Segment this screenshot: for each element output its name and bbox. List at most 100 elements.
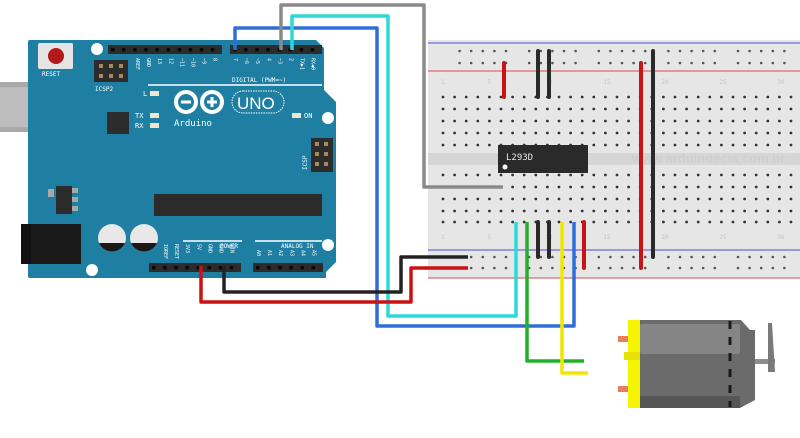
terminal-hole xyxy=(557,185,561,189)
terminal-hole xyxy=(604,143,607,147)
pin-label: 2 xyxy=(288,58,294,61)
rail-hole xyxy=(690,49,693,53)
wire-pin2-cyan[interactable] xyxy=(290,14,518,318)
terminal-hole xyxy=(522,131,526,135)
header-pin[interactable] xyxy=(266,48,270,52)
header-pin[interactable] xyxy=(199,48,204,52)
terminal-hole xyxy=(441,119,445,123)
rail-hole xyxy=(551,266,554,270)
led-on-label: ON xyxy=(304,112,312,120)
terminal-hole xyxy=(488,220,491,224)
terminal-hole xyxy=(441,143,445,147)
rail-hole xyxy=(493,266,496,270)
rail-hole xyxy=(643,49,647,53)
led-l xyxy=(150,91,159,96)
header-pin[interactable] xyxy=(244,48,248,52)
terminal-hole xyxy=(557,197,561,201)
rail-hole xyxy=(551,255,554,259)
header-pin[interactable] xyxy=(278,266,282,270)
header-pin[interactable] xyxy=(277,48,281,52)
header-pin[interactable] xyxy=(310,48,315,52)
header-pin[interactable] xyxy=(177,48,182,52)
digital-header-left xyxy=(108,45,222,54)
pin-label: A4 xyxy=(299,250,305,256)
terminal-hole xyxy=(789,119,793,123)
terminal-hole xyxy=(720,107,723,111)
icsp-pin xyxy=(324,142,328,146)
terminal-hole xyxy=(627,209,630,213)
column-marker: 20 xyxy=(661,79,669,86)
header-pin[interactable] xyxy=(163,266,167,270)
header-pin[interactable] xyxy=(311,266,316,270)
header-pin[interactable] xyxy=(229,266,234,270)
terminal-hole xyxy=(615,119,619,123)
pin-label: 4 xyxy=(265,58,271,61)
terminal-hole xyxy=(464,197,468,201)
header-pin[interactable] xyxy=(155,48,159,52)
pin-label: 13 xyxy=(156,58,162,64)
icsp-pin xyxy=(315,142,319,146)
rail-hole xyxy=(748,61,751,65)
terminal-hole xyxy=(708,209,712,213)
header-pin[interactable] xyxy=(299,48,304,52)
uno-badge xyxy=(231,90,285,114)
header-pin[interactable] xyxy=(267,266,271,270)
wire-gnd-black[interactable] xyxy=(222,255,468,294)
terminal-hole xyxy=(604,197,607,201)
rail-hole xyxy=(759,266,763,270)
header-pin[interactable] xyxy=(255,48,259,52)
rail-hole xyxy=(701,49,705,53)
l293d-chip[interactable]: L293D xyxy=(498,145,588,173)
terminal-hole xyxy=(615,173,619,177)
header-pin[interactable] xyxy=(185,266,189,270)
header-pin[interactable] xyxy=(210,48,215,52)
terminal-hole xyxy=(754,185,758,189)
terminal-hole xyxy=(511,131,514,135)
regulator-pin xyxy=(72,188,78,193)
header-pin[interactable] xyxy=(188,48,193,52)
terminal-hole xyxy=(766,185,770,189)
header-pin[interactable] xyxy=(166,48,171,52)
header-pin[interactable] xyxy=(218,266,223,270)
column-marker: 15 xyxy=(603,234,611,241)
wire-pin7-blue[interactable] xyxy=(233,26,576,328)
rail-hole xyxy=(632,49,635,53)
terminal-hole xyxy=(708,131,712,135)
terminal-hole xyxy=(569,107,572,111)
icsp-pin xyxy=(324,162,328,166)
wire-pin3-gray[interactable] xyxy=(279,3,503,189)
terminal-hole xyxy=(627,119,630,123)
wire-motor-yellow[interactable] xyxy=(560,222,588,375)
terminal-hole xyxy=(546,197,549,201)
reset-button[interactable]: RESET xyxy=(38,43,73,78)
terminal-hole xyxy=(766,209,770,213)
wire-5v-red[interactable] xyxy=(199,266,468,304)
header-pin[interactable] xyxy=(196,266,200,270)
header-pin[interactable] xyxy=(144,48,148,52)
header-pin[interactable] xyxy=(133,48,137,52)
dc-motor[interactable] xyxy=(618,320,775,408)
rail-hole xyxy=(713,49,717,53)
header-pin[interactable] xyxy=(256,266,260,270)
rail-hole xyxy=(481,266,485,270)
header-pin[interactable] xyxy=(122,48,126,52)
rail-hole xyxy=(713,255,717,259)
rail-hole xyxy=(701,255,705,259)
header-pin[interactable] xyxy=(207,266,212,270)
header-pin[interactable] xyxy=(289,266,293,270)
rail-hole xyxy=(620,266,624,270)
rail-hole xyxy=(620,61,624,65)
terminal-hole xyxy=(662,173,665,177)
terminal-hole xyxy=(708,197,712,201)
header-pin[interactable] xyxy=(300,266,304,270)
led-tx xyxy=(150,113,159,118)
header-pin[interactable] xyxy=(152,266,156,270)
terminal-hole xyxy=(453,107,456,111)
terminal-hole xyxy=(696,131,700,135)
wire-motor-green[interactable] xyxy=(525,222,584,363)
header-pin[interactable] xyxy=(111,48,115,52)
header-pin[interactable] xyxy=(174,266,178,270)
rail-hole xyxy=(678,49,682,53)
terminal-hole xyxy=(789,107,793,111)
